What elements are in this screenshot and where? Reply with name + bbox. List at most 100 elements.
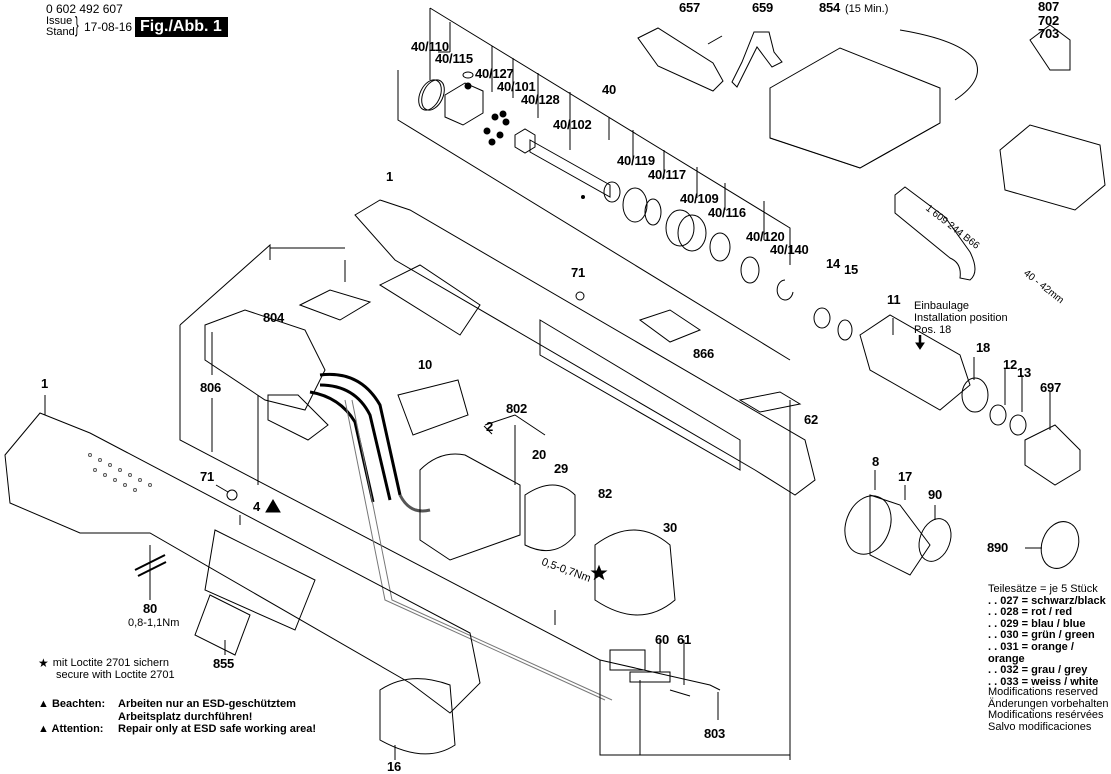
modifications-line: Änderungen vorbehalten [988, 697, 1109, 710]
part-set-item: . . 031 = orange / orange [988, 640, 1074, 665]
gearbox-parts-40 [418, 71, 794, 301]
part-sets-legend: Teilesätze = je 5 Stück . . 027 = schwar… [988, 583, 1111, 688]
callout-10: 10 [418, 357, 433, 372]
loctite-star-marker [590, 564, 608, 581]
callout-30: 30 [663, 520, 678, 535]
loctite-de: mit Loctite 2701 sichern [52, 657, 169, 669]
stand-label: Stand [46, 26, 75, 38]
warning-triangle-icon: ▲ [38, 723, 49, 735]
figure-label: Fig./Abb. 1 [135, 17, 228, 37]
callout-71-top: 71 [571, 265, 586, 280]
issue-date: 17-08-16 [84, 20, 133, 34]
callout-71-side: 71 [200, 469, 215, 484]
callout-17: 17 [898, 469, 913, 484]
callout-855: 855 [213, 656, 235, 671]
callout-703: 703 [1038, 26, 1060, 41]
part-number: 0 602 492 607 [46, 2, 123, 16]
callout-702: 702 [1038, 13, 1060, 28]
callout-890: 890 [987, 540, 1009, 555]
brace: } [75, 12, 79, 37]
callout-29: 29 [554, 461, 569, 476]
part-set-item: . . 030 = grün / green [988, 629, 1095, 642]
callout-40-128: 40/128 [521, 92, 560, 107]
callout-1-top: 1 [386, 169, 394, 184]
callout-4: 4 [253, 499, 261, 514]
callout-866: 866 [693, 346, 715, 361]
esd-text-en: Repair only at ESD safe working area! [118, 723, 317, 735]
callout-80: 80 [143, 601, 158, 616]
attention-label: Attention: [51, 723, 104, 735]
torque-80: 0,8-1,1Nm [128, 617, 180, 629]
callout-40-140: 40/140 [770, 242, 809, 257]
callout-40-119: 40/119 [617, 153, 655, 168]
callout-803: 803 [704, 726, 726, 741]
callout-40-116: 40/116 [708, 205, 746, 220]
callout-40-127: 40/127 [475, 66, 514, 81]
callout-40-115: 40/115 [435, 51, 473, 66]
modifications-line: Modifications resérvées [988, 709, 1104, 721]
callout-40-120: 40/120 [746, 229, 785, 244]
loctite-en: secure with Loctite 2701 [56, 669, 175, 681]
callout-13: 13 [1017, 365, 1032, 380]
part-sets-title: Teilesätze = je 5 Stück [988, 583, 1098, 595]
callout-40-102: 40/102 [553, 117, 592, 132]
callout-11: 11 [887, 292, 901, 307]
star-icon: ★ [38, 656, 49, 670]
install-de: Einbaulage [914, 300, 970, 312]
callout-61: 61 [677, 632, 692, 647]
callout-8: 8 [872, 454, 880, 469]
callout-40-101: 40/101 [497, 79, 536, 94]
callout-40: 40 [602, 82, 617, 97]
part-set-item: . . 027 = schwarz/black [988, 594, 1106, 607]
issue-label: Issue [46, 15, 73, 27]
esd-warning: ▲ Beachten: Arbeiten nur an ESD-geschütz… [38, 698, 316, 736]
callout-20: 20 [532, 447, 547, 462]
part-set-item: . . 032 = grau / grey [988, 664, 1088, 677]
callout-82: 82 [598, 486, 613, 501]
callout-2: 2 [486, 419, 494, 434]
esd-text-de-2: Arbeitsplatz durchführen! [118, 710, 253, 723]
callout-806: 806 [200, 380, 222, 395]
callout-854: 854 [819, 0, 841, 15]
part-set-item: . . 029 = blau / blue [988, 617, 1086, 630]
part-set-item: . . 033 = weiss / white [988, 675, 1099, 688]
warning-triangle-icon: ▲ [38, 698, 49, 710]
callout-804: 804 [263, 310, 285, 325]
modifications-line: Salvo modificaciones [988, 720, 1092, 733]
accessories [637, 24, 1106, 281]
callout-14: 14 [826, 256, 841, 271]
esd-triangle-marker [265, 499, 281, 513]
callout-60: 60 [655, 632, 670, 647]
modifications-notice: Modifications reserved Änderungen vorbeh… [988, 686, 1109, 733]
callout-15: 15 [844, 262, 859, 277]
electronics-frame [179, 243, 791, 756]
housing-shell-side [4, 395, 481, 760]
group-frame-40 [397, 7, 791, 361]
callout-90: 90 [928, 487, 943, 502]
callout-697: 697 [1040, 380, 1062, 395]
callout-657: 657 [679, 0, 701, 15]
install-en: Installation position [914, 312, 1008, 324]
install-pos: Pos. 18 [914, 324, 952, 336]
callout-18: 18 [976, 340, 991, 355]
callout-40-109: 40/109 [680, 191, 719, 206]
callout-40-110: 40/110 [411, 39, 449, 54]
loctite-note: ★ mit Loctite 2701 sichern secure with L… [38, 657, 175, 681]
esd-key-de: ▲ Beachten: [38, 698, 118, 711]
housing-shell-top [354, 199, 816, 496]
esd-key-en: ▲ Attention: [38, 723, 118, 736]
beachten-label: Beachten: [51, 698, 106, 710]
esd-text-de-1: Arbeiten nur an ESD-geschütztem [118, 698, 296, 710]
callout-807: 807 [1038, 0, 1060, 14]
callout-802: 802 [506, 401, 528, 416]
callout-40-117: 40/117 [648, 167, 686, 182]
callout-16: 16 [387, 759, 402, 774]
part-set-item: . . 028 = rot / red [988, 606, 1073, 619]
callout-659: 659 [752, 0, 774, 15]
callout-1-side: 1 [41, 376, 49, 391]
callout-62: 62 [804, 412, 819, 427]
issue-labels: Issue Stand [46, 16, 75, 38]
callout-12: 12 [1003, 357, 1018, 372]
chuck-assembly [789, 307, 1081, 760]
